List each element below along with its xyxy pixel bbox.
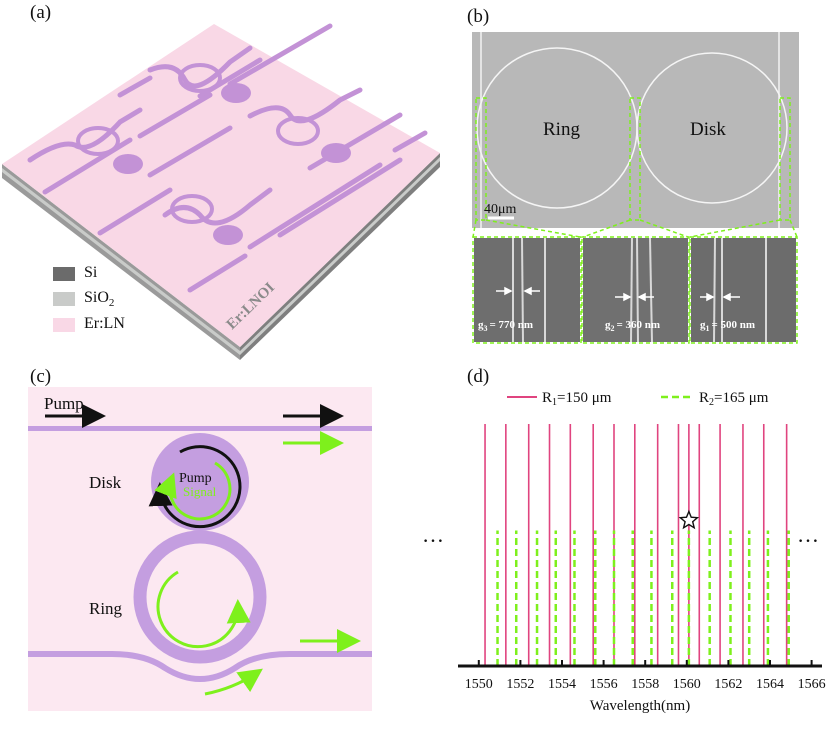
chip-ring-1 — [178, 63, 222, 93]
sem-disk — [636, 52, 788, 204]
disk-signal-label: Signal — [183, 484, 217, 499]
inset-2 — [583, 238, 688, 342]
sem-ring-label: Ring — [543, 119, 580, 140]
chip-ring-4 — [170, 194, 214, 224]
gap-label-3: g1= 500 nm — [700, 319, 755, 333]
gap-label-1: g3= 770 nm — [478, 319, 533, 333]
x-tick-label-2: 1554 — [548, 677, 576, 692]
inset3-edge-a — [713, 237, 716, 343]
callout-box-2 — [629, 97, 641, 221]
legend-label-sio2-sub: 2 — [108, 297, 115, 310]
gap-label-3-value: = 500 nm — [712, 319, 756, 331]
x-tick-label-5: 1560 — [673, 677, 701, 692]
chip-disk-1 — [221, 83, 251, 103]
ellipsis-right: … — [797, 522, 819, 547]
scale-bar-label: 40μm — [484, 202, 517, 217]
legend-r1-sub: 1 — [552, 397, 557, 408]
ring-label: Ring — [89, 599, 123, 618]
gap-label-2-value: = 360 nm — [617, 319, 661, 331]
legend-r2-main: R — [699, 390, 709, 406]
legend-swatch-erln — [53, 318, 75, 332]
signal-in-bottom-arrow — [204, 668, 263, 696]
panel-label-d: (d) — [467, 366, 490, 387]
legend-r2-sub: 2 — [709, 397, 714, 408]
inset-3 — [691, 238, 796, 342]
callout-box-3 — [779, 97, 791, 221]
gap-label-1-prefix: g — [478, 319, 484, 331]
bus-waveguide-bottom — [28, 651, 372, 682]
inset-frame-3 — [689, 236, 798, 344]
inset2-edge-c — [649, 237, 653, 343]
bus-waveguide-top — [28, 426, 372, 431]
legend-swatch-sio2 — [53, 292, 75, 306]
legend-label-sio2-main: SiO — [84, 289, 109, 306]
disk-signal-path — [154, 461, 232, 521]
chip-disk-2 — [113, 154, 143, 174]
inset2-edge-a — [630, 237, 633, 343]
callout-line-3 — [582, 219, 631, 238]
panel-label-a: (a) — [30, 2, 52, 23]
inset2-edge-b — [636, 237, 639, 343]
x-tick-label-6: 1562 — [714, 677, 742, 692]
x-tick-label-7: 1564 — [756, 677, 784, 692]
pump-label: Pump — [44, 394, 84, 413]
callout-line-6 — [789, 219, 798, 238]
x-tick-label-8: 1566 — [798, 677, 826, 692]
chip-ring-3 — [276, 116, 320, 146]
inset-frame-2 — [581, 236, 690, 344]
legend-r1-main: R — [542, 390, 552, 406]
legend-label-sio2: SiO2 — [84, 289, 114, 309]
callout-line-4 — [639, 219, 689, 238]
x-tick-label-1: 1552 — [506, 677, 534, 692]
callout-line-2 — [485, 219, 581, 238]
disk-label: Disk — [89, 473, 122, 492]
star-marker — [678, 509, 700, 530]
inset-frame-1 — [472, 236, 582, 344]
callout-line-1 — [472, 219, 477, 238]
x-tick-label-3: 1556 — [590, 677, 618, 692]
callout-line-5 — [689, 219, 781, 238]
legend-swatch-si — [53, 267, 75, 281]
panel-label-b: (b) — [467, 6, 490, 27]
ring-signal-path — [156, 570, 251, 649]
chip-disk-4 — [213, 225, 243, 245]
gap-label-3-sub: 1 — [706, 324, 710, 333]
ring-resonator — [133, 530, 267, 664]
inset1-edge-b — [521, 237, 524, 343]
gap-label-2-sub: 2 — [611, 324, 615, 333]
x-axis-label: Wavelength(nm) — [590, 698, 690, 714]
legend-label-erln: Er:LN — [84, 315, 125, 332]
x-tick-label-0: 1550 — [465, 677, 493, 692]
gap-label-3-prefix: g — [700, 319, 706, 331]
ellipsis-left: … — [422, 522, 444, 547]
gap-label-2-prefix: g — [605, 319, 611, 331]
x-tick-label-4: 1558 — [631, 677, 659, 692]
legend-r2-rest: =165 μm — [714, 390, 769, 406]
disk-pump-label: Pump — [179, 471, 212, 486]
gap-label-2: g2= 360 nm — [605, 319, 660, 333]
legend-r1-rest: =150 μm — [557, 390, 612, 406]
gap-label-1-value: = 770 nm — [490, 319, 534, 331]
gap-label-1-sub: 3 — [484, 324, 488, 333]
panel-label-c: (c) — [30, 366, 52, 387]
legend-label-r2: R2=165 μm — [699, 390, 769, 408]
disk-pump-path — [148, 445, 242, 529]
legend-label-r1: R1=150 μm — [542, 390, 612, 408]
chip-disk-3 — [321, 143, 351, 163]
callout-box-1 — [475, 97, 487, 221]
legend-label-si: Si — [84, 264, 98, 281]
sem-disk-label: Disk — [690, 119, 726, 140]
chip-ring-2 — [76, 126, 120, 156]
